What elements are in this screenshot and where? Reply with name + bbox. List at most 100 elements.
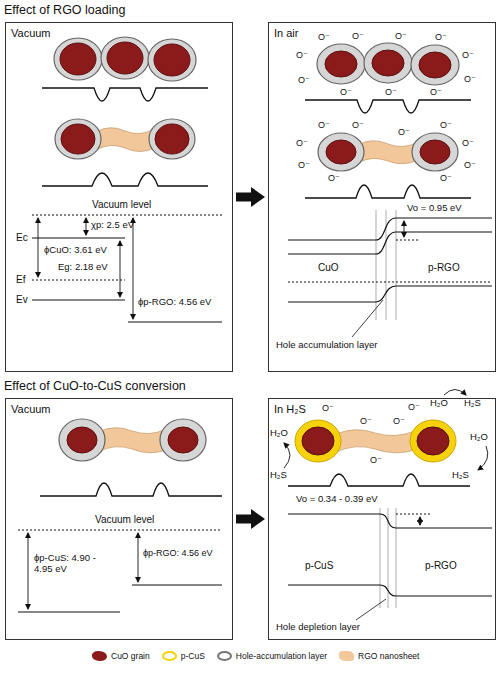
oxygen-ion: O⁻ [352, 31, 364, 41]
panel-title: In H₂S [274, 403, 306, 415]
legend-swatch [217, 651, 232, 661]
drawing-part [411, 45, 459, 85]
oxygen-ion: O⁻ [462, 138, 474, 148]
band-edge [32, 238, 222, 322]
oxygen-ion: O⁻ [440, 173, 452, 183]
oxygen-ion: O⁻ [395, 31, 407, 41]
oxygen-ion: O⁻ [464, 74, 476, 84]
potential-curve [288, 474, 470, 486]
drawing-part [326, 140, 356, 164]
reference-level [396, 514, 430, 515]
band-label: Ec [16, 232, 28, 244]
vacuum-level [18, 530, 222, 531]
drawing-part [372, 50, 404, 76]
material-label: p-CuS [305, 560, 333, 572]
drawing-part [38, 218, 39, 277]
oxygen-ion: O⁻ [393, 416, 405, 426]
drawing-part [412, 133, 458, 171]
drawing-part [61, 124, 95, 154]
fermi-level [32, 280, 125, 281]
drawing-part [59, 419, 105, 461]
oxygen-ion: O⁻ [298, 75, 310, 85]
energy-label: ϕCuO: 3.61 eV [44, 245, 107, 256]
cuo-grain [60, 42, 190, 76]
arrow-shaft [236, 193, 253, 202]
leader-line [352, 300, 383, 337]
drawing-part [120, 241, 121, 297]
section-heading: Effect of RGO loading [4, 3, 125, 17]
molecule-label: H₂O [430, 398, 448, 409]
oxygen-ion: O⁻ [462, 50, 474, 60]
oxygen-ion: O⁻ [296, 50, 308, 60]
drawing-part [417, 427, 449, 455]
oxygen-ion: O⁻ [440, 120, 452, 130]
material-label: p-RGO [428, 262, 460, 274]
block-arrow [236, 187, 265, 207]
oxygen-ion: O⁻ [296, 138, 308, 148]
drawing-part [28, 533, 29, 609]
drawing-part [101, 37, 149, 79]
drawing-part [60, 43, 96, 75]
oxygen-ion: O⁻ [328, 173, 340, 183]
leader-line [356, 599, 386, 620]
rgo-sheet [336, 430, 415, 453]
energy-label: Eg: 2.18 eV [58, 262, 108, 273]
cuo-grain [302, 427, 449, 455]
molecule-label: H₂O [470, 432, 488, 443]
molecule-label: H₂S [452, 470, 469, 481]
layer-label: Hole depletion layer [276, 622, 360, 633]
energy-arrow [420, 517, 421, 525]
energy-arrow [404, 221, 405, 237]
oxygen-ion: O⁻ [352, 120, 364, 130]
energy-label: ϕp-RGO: 4.56 eV [138, 297, 211, 308]
band-edge [288, 514, 492, 596]
material-label: p-RGO [425, 560, 457, 572]
cuo-grain [67, 427, 198, 453]
grain-row [55, 119, 195, 159]
band-edge [288, 218, 492, 302]
oxygen-ion: O⁻ [322, 403, 334, 413]
band-label: Ef [16, 274, 25, 286]
drawing-part [133, 218, 134, 319]
band-edge [18, 585, 222, 612]
fermi-level [288, 240, 492, 282]
drawing-part [284, 443, 290, 468]
vacuum-level [32, 215, 222, 216]
level-label: Vacuum level [95, 514, 154, 526]
legend-item: p-CuS [162, 651, 205, 661]
drawing-part [410, 420, 456, 462]
legend-swatch [339, 651, 354, 661]
grain-row [317, 43, 459, 85]
molecule-label: H₂S [464, 398, 481, 409]
drawing-part [55, 119, 101, 159]
oxygen-ion: O⁻ [298, 160, 310, 170]
oxygen-ion: O⁻ [398, 127, 410, 137]
oxygen-ion: O⁻ [435, 32, 447, 42]
drawing-part [444, 390, 466, 396]
drawing-part [160, 419, 206, 461]
panel-box: In H₂S [268, 398, 496, 640]
drawing-part [420, 140, 450, 164]
potential-curve [40, 483, 222, 496]
energy-arrow [38, 218, 133, 319]
energy-label: Vo = 0.34 - 0.39 eV [296, 494, 378, 505]
panel-title: Vacuum [11, 27, 51, 39]
energy-arrow [28, 533, 138, 609]
cuo-grain [325, 50, 451, 78]
oxygen-ion: O⁻ [360, 416, 372, 426]
grain-row [59, 419, 206, 461]
material-label: CuO [318, 262, 339, 274]
oxygen-ion: O⁻ [430, 87, 442, 97]
molecule-label: H₂O [270, 428, 288, 439]
drawing-part [86, 218, 87, 235]
oxygen-ion: O⁻ [318, 120, 330, 130]
molecule-label: H₂S [270, 470, 287, 481]
drawing-part [54, 38, 102, 80]
block-arrow [236, 509, 265, 529]
panel-box: In air [268, 22, 496, 372]
oxygen-ion: O⁻ [385, 87, 397, 97]
legend-item: CuO grain [92, 651, 150, 661]
drawing-part [67, 427, 97, 453]
drawing-part [148, 39, 196, 81]
